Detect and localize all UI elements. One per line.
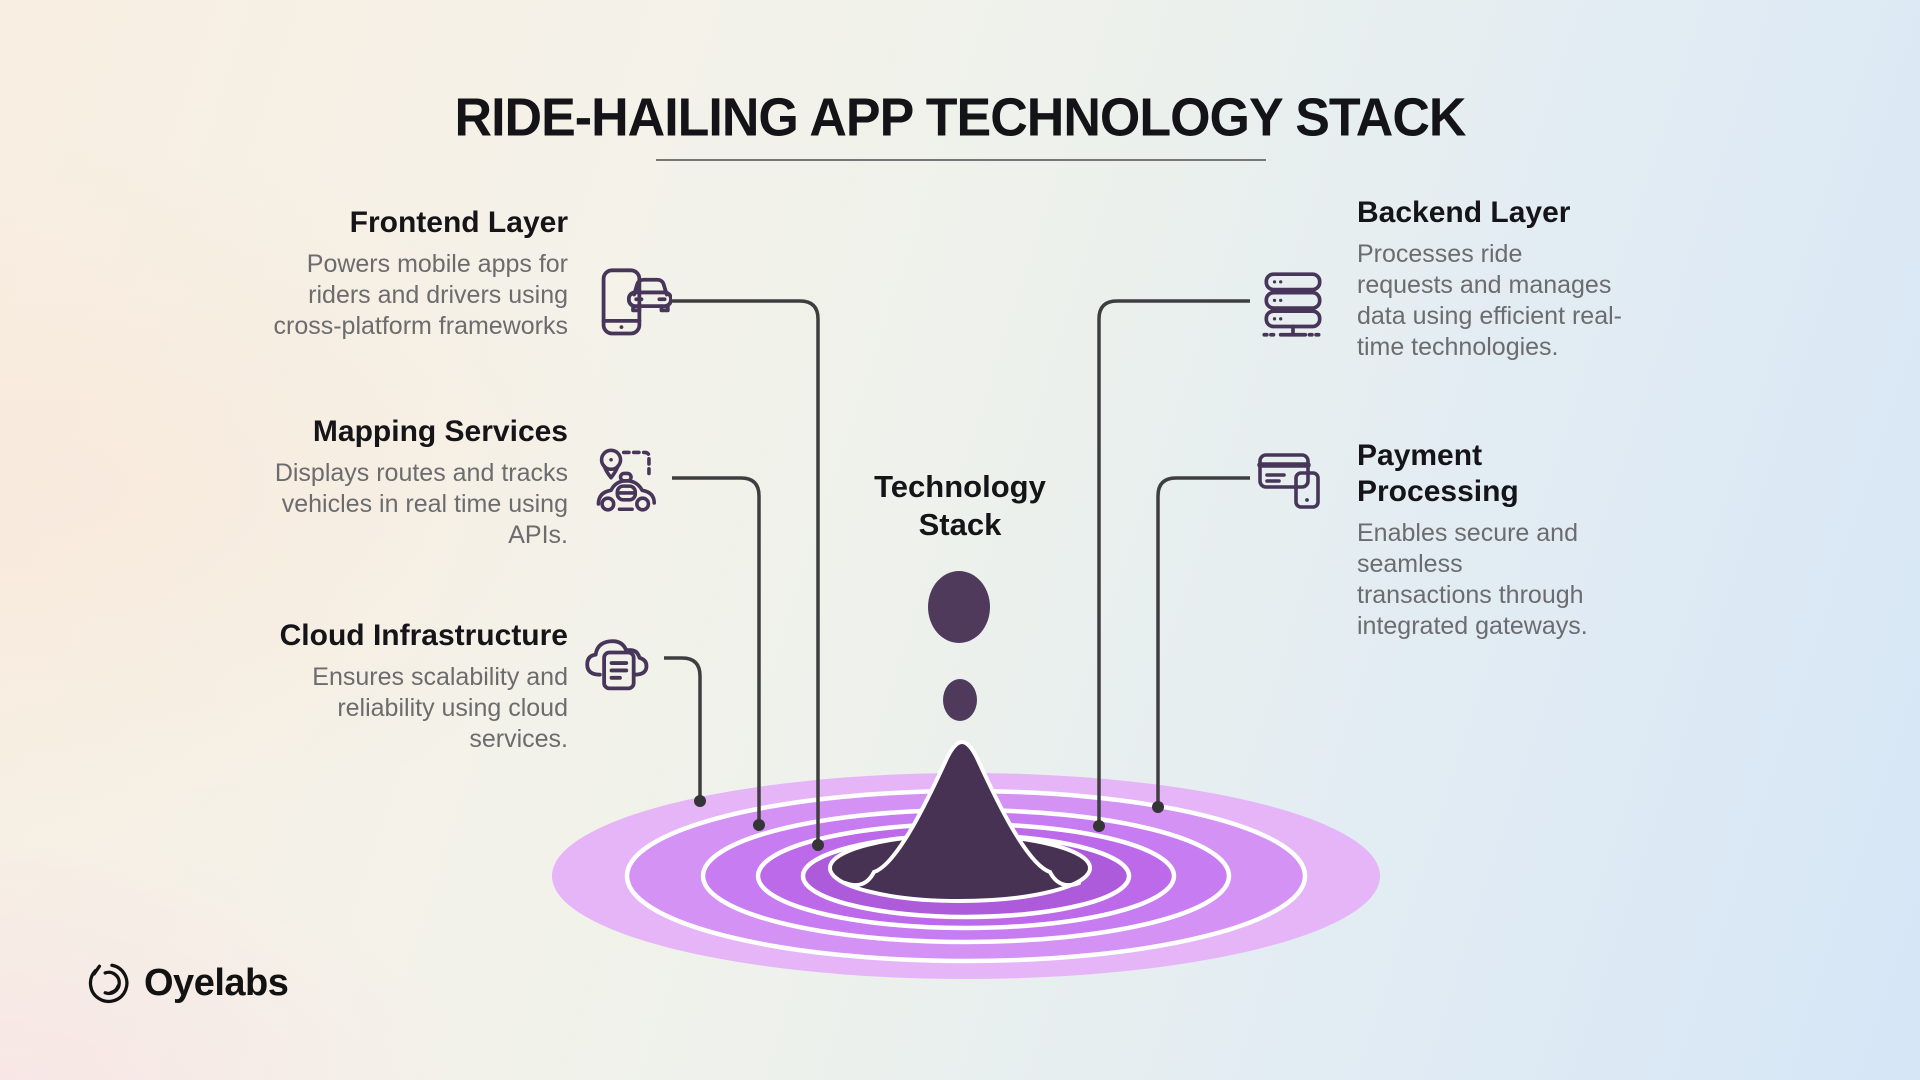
section-cloud-infrastructure: Cloud Infrastructure Ensures scalability…	[258, 618, 568, 755]
connector-backend	[1097, 299, 1250, 826]
oyelabs-logo-icon	[88, 963, 129, 1003]
payment-heading: Payment Processing	[1357, 439, 1519, 508]
falling-droplet-small	[943, 679, 977, 721]
connector-payment	[1156, 476, 1250, 807]
section-backend-layer: Backend Layer Processes ride requests an…	[1357, 195, 1625, 363]
backend-body: Processes ride requests and manages data…	[1357, 240, 1622, 361]
smartphone-car-icon	[592, 264, 673, 344]
section-frontend-layer: Frontend Layer Powers mobile apps for ri…	[268, 205, 569, 342]
section-payment-processing: Payment Processing Enables secure and se…	[1357, 438, 1602, 642]
brand-lockup: Oyelabs	[86, 960, 289, 1006]
frontend-heading: Frontend Layer	[349, 206, 568, 239]
title-underline	[656, 159, 1266, 161]
payment-body: Enables secure and seamless transactions…	[1357, 519, 1588, 640]
connector-lines	[664, 299, 1250, 845]
section-mapping-services: Mapping Services Displays routes and tra…	[258, 414, 568, 551]
backend-heading: Backend Layer	[1357, 196, 1571, 229]
splash-crown	[828, 571, 1092, 903]
page-title: RIDE-HAILING APP TECHNOLOGY STACK	[454, 87, 1467, 149]
cloud-body: Ensures scalability and reliability usin…	[312, 663, 568, 753]
center-label: Technology Stack	[810, 468, 1110, 544]
mapping-heading: Mapping Services	[312, 415, 568, 448]
connector-cloud	[664, 656, 702, 801]
brand-name: Oyelabs	[144, 961, 289, 1004]
credit-card-phone-icon	[1254, 444, 1330, 520]
connector-mapping	[672, 476, 761, 825]
cloud-heading: Cloud Infrastructure	[279, 619, 568, 652]
cloud-document-icon	[578, 624, 664, 700]
mapping-body: Displays routes and tracks vehicles in r…	[274, 459, 568, 549]
frontend-body: Powers mobile apps for riders and driver…	[273, 250, 569, 340]
connector-frontend	[672, 299, 820, 845]
falling-droplet-large	[928, 571, 990, 643]
center-label-line2: Stack	[918, 507, 1002, 542]
server-rack-icon	[1254, 266, 1332, 346]
center-label-line1: Technology	[874, 469, 1046, 504]
map-pin-taxi-icon	[590, 444, 670, 524]
connector-dots	[694, 795, 1164, 851]
